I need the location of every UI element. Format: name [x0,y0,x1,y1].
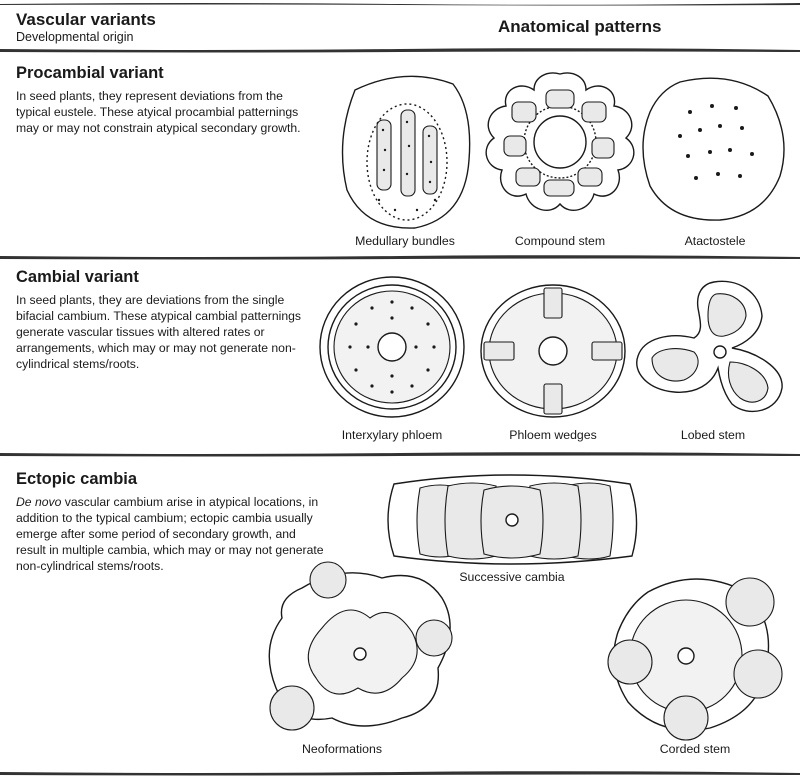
wedge-right [591,341,623,361]
caption-compound-stem: Compound stem [514,234,606,248]
cord-right [733,649,783,699]
interxylary-phloem-diagram [319,276,465,418]
phloem-islands [348,300,436,394]
caption-interxylary-phloem: Interxylary phloem [341,428,443,442]
caption-medullary-bundles: Medullary bundles [355,234,455,248]
section-desc-cambial: In seed plants, they are deviations from… [16,293,301,371]
wedge-bottom [543,383,563,415]
caption-successive-cambia: Successive cambia [459,570,565,584]
wedge-left [483,341,515,361]
header-title: Vascular variants [16,10,156,29]
caption-atactostele: Atactostele [684,234,746,248]
compound-stem-diagram [485,72,635,212]
caption-phloem-wedges: Phloem wedges [509,428,597,442]
atactostele-diagram [642,77,785,221]
medullary-bundles-diagram [341,75,471,229]
phloem-wedges-diagram [480,284,626,418]
divider-section-1 [0,255,800,260]
section-desc-ectopic: De novo vascular cambium arise in atypic… [16,494,326,574]
scattered-bundles [678,104,754,180]
medullary-dots [377,120,437,212]
corded-stem-diagram [607,577,783,741]
neoformation-top [309,561,347,599]
cord-left [607,639,653,685]
section-title-ectopic: Ectopic cambia [16,470,138,488]
neoformation-bottom-left [269,685,315,731]
desc-rest: vascular cambium arise in atypical locat… [16,495,324,573]
wedge-top [543,287,563,319]
section-title-cambial: Cambial variant [16,268,139,286]
caption-lobed-stem: Lobed stem [680,428,746,442]
divider-header [0,48,800,53]
cord-bottom [663,695,709,741]
neoformation-right [415,619,453,657]
neoformations-diagram [268,561,453,731]
lobed-stem-diagram [636,280,783,413]
header-right-title: Anatomical patterns [498,17,662,36]
section-desc-procambial: In seed plants, they represent deviation… [16,89,301,135]
desc-italic-de-novo: De novo [16,495,62,509]
caption-neoformations: Neoformations [302,742,382,756]
divider-top [0,3,800,6]
divider-bottom [0,771,800,776]
section-title-procambial: Procambial variant [16,64,164,82]
caption-corded-stem: Corded stem [659,742,731,756]
header-subtitle: Developmental origin [16,30,134,44]
divider-section-2 [0,452,800,457]
successive-cambia-diagram [387,474,638,565]
cord-top-right [725,577,775,627]
